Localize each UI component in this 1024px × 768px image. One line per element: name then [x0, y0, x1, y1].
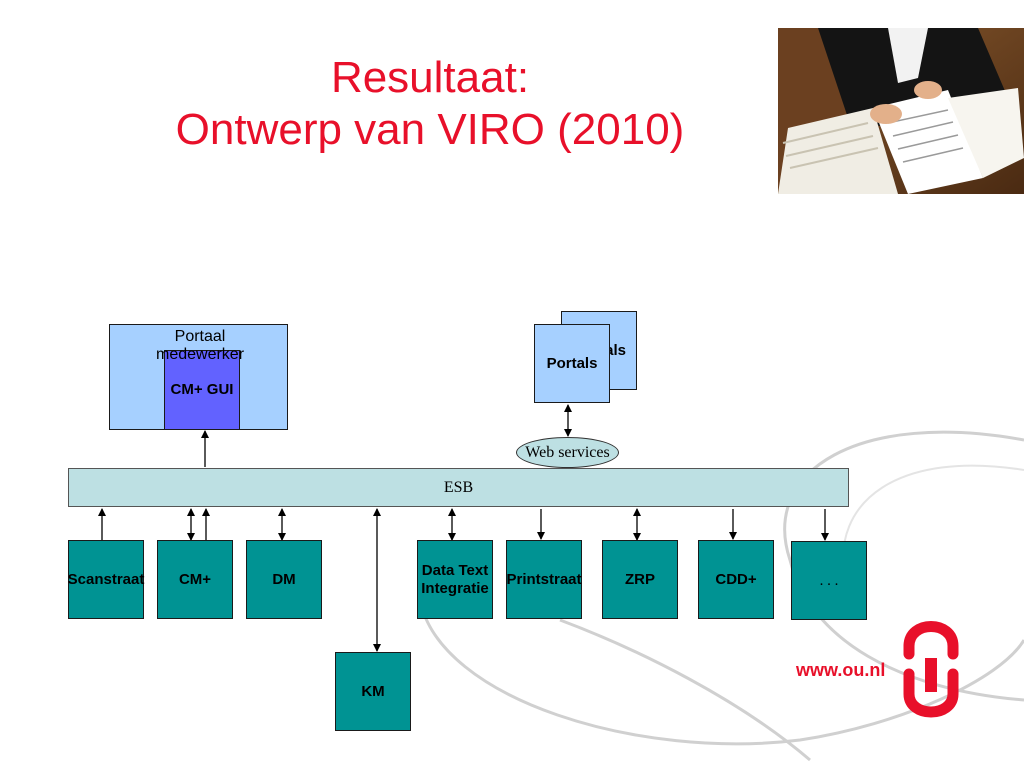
component-zrp: ZRP — [602, 540, 678, 619]
more-label: . . . — [819, 572, 839, 589]
cm-gui-box: CM+ GUI — [164, 350, 240, 430]
zrp-label: ZRP — [625, 570, 655, 588]
component-dm: DM — [246, 540, 322, 619]
portals-box-front: Portals — [534, 324, 610, 403]
component-km: KM — [335, 652, 411, 731]
photo-illustration — [778, 28, 1024, 194]
portals-back-label: als — [605, 341, 626, 359]
page-title: Resultaat: Ontwerp van VIRO (2010) — [80, 52, 780, 156]
title-line-1: Resultaat: — [330, 53, 530, 102]
component-more: . . . — [791, 541, 867, 620]
printstraat-label: Printstraat — [506, 570, 582, 588]
data-text-label-line-2: Integratie — [421, 579, 489, 597]
portaal-label-line-1: Portaal — [174, 328, 226, 345]
portaal-medewerker-label: Portaal medewerker — [130, 328, 270, 364]
data-text-label-line-1: Data Text — [421, 561, 489, 579]
dm-label: DM — [272, 570, 296, 588]
portaal-label-line-2: medewerker — [155, 346, 245, 363]
km-label: KM — [361, 682, 385, 700]
web-services-ellipse: Web services — [516, 437, 619, 468]
component-data-text-integratie: Data Text Integratie — [417, 540, 493, 619]
component-cdd: CDD+ — [698, 540, 774, 619]
photo-judge-with-documents — [778, 28, 1024, 194]
cdd-label: CDD+ — [715, 570, 757, 588]
title-line-2: Ontwerp van VIRO (2010) — [175, 105, 685, 154]
scanstraat-label: Scanstraat — [67, 570, 145, 588]
cm-gui-label: CM+ GUI — [170, 381, 234, 398]
esb-label: ESB — [443, 478, 474, 496]
esb-bus: ESB — [68, 468, 849, 507]
component-printstraat: Printstraat — [506, 540, 582, 619]
footer-url: www.ou.nl — [796, 660, 886, 680]
component-scanstraat: Scanstraat — [68, 540, 144, 619]
ou-logo-icon — [903, 621, 959, 718]
cm-label: CM+ — [178, 570, 212, 588]
component-cm: CM+ — [157, 540, 233, 619]
web-services-label: Web services — [525, 443, 610, 461]
portals-front-label: Portals — [546, 354, 598, 372]
